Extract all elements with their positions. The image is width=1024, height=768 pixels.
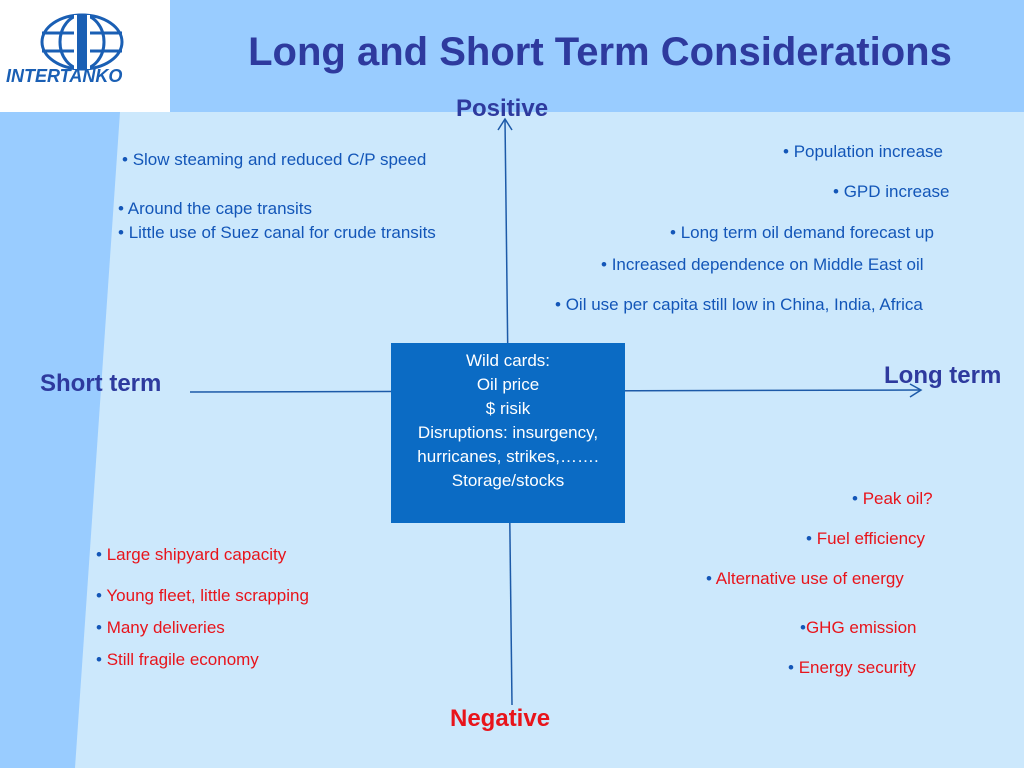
positive-arrowhead bbox=[497, 117, 513, 131]
list-item: • Oil use per capita still low in China,… bbox=[555, 295, 923, 314]
list-item: • Large shipyard capacity bbox=[96, 545, 287, 564]
axis-label-short-term: Short term bbox=[40, 370, 162, 397]
long-term-arrowhead bbox=[909, 383, 923, 398]
axis-label-negative: Negative bbox=[450, 705, 551, 732]
header-band bbox=[0, 0, 1024, 112]
list-item: • Long term oil demand forecast up bbox=[670, 223, 934, 242]
logo-text: INTERTANKO bbox=[6, 66, 123, 86]
list-item: • Energy security bbox=[788, 658, 916, 677]
logo: INTERTANKO bbox=[0, 0, 170, 112]
axis-label-positive: Positive bbox=[456, 95, 549, 122]
list-item: • GPD increase bbox=[833, 182, 950, 201]
wild-cards-line: $ risik bbox=[485, 399, 531, 418]
list-item: • Increased dependence on Middle East oi… bbox=[601, 255, 924, 274]
axis-label-long-term: Long term bbox=[884, 362, 1002, 389]
page-title: Long and Short Term Considerations bbox=[248, 30, 952, 74]
list-item: • Still fragile economy bbox=[96, 650, 259, 669]
list-item: • Peak oil? bbox=[852, 489, 933, 508]
wild-cards-line: Wild cards: bbox=[465, 351, 551, 370]
left-band bbox=[0, 112, 120, 768]
wild-cards-line: Storage/stocks bbox=[451, 471, 565, 490]
list-item: •GHG emission bbox=[800, 618, 917, 637]
list-item: • Slow steaming and reduced C/P speed bbox=[122, 150, 427, 169]
list-item: • Little use of Suez canal for crude tra… bbox=[118, 223, 436, 242]
list-item: • Population increase bbox=[783, 142, 944, 161]
globe-icon bbox=[40, 13, 124, 71]
list-item: • Many deliveries bbox=[96, 618, 225, 637]
list-item: • Around the cape transits bbox=[118, 199, 313, 218]
wild-cards-line: Oil price bbox=[476, 375, 540, 394]
wild-cards-line: hurricanes, strikes,……. bbox=[417, 447, 599, 466]
list-item: • Young fleet, little scrapping bbox=[96, 586, 309, 605]
wild-cards-box: Wild cards: Oil price $ risik Disruption… bbox=[391, 343, 625, 523]
list-item: • Fuel efficiency bbox=[806, 529, 926, 548]
wild-cards-line: Disruptions: insurgency, bbox=[417, 423, 599, 442]
list-item: • Alternative use of energy bbox=[706, 569, 904, 588]
